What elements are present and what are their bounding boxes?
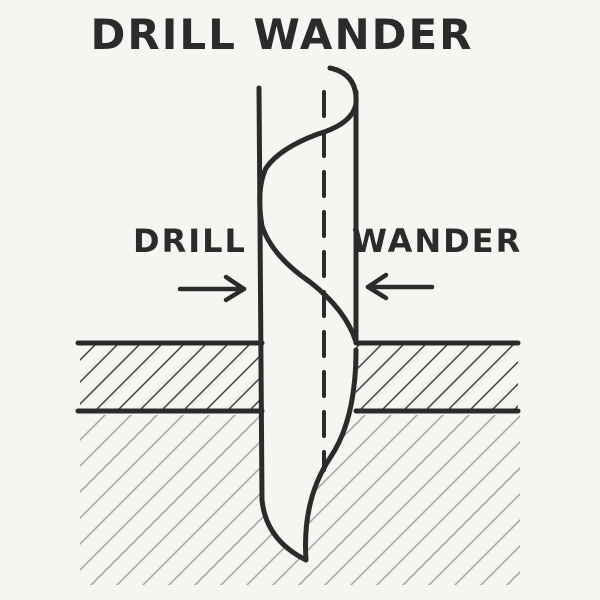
- drill-flute-helix: [257, 65, 359, 345]
- arrow-left-icon: [365, 272, 435, 301]
- label-wander: WANDER: [352, 222, 522, 260]
- drill-bit-left-edge: [256, 85, 359, 563]
- material-layer-hatching: [80, 344, 518, 410]
- diagram-title: DRILL WANDER: [91, 10, 474, 59]
- label-drill: DRILL: [133, 222, 247, 260]
- material-layer-lines: [75, 340, 521, 414]
- drill-bit-body: [262, 68, 356, 560]
- arrow-right-icon: [177, 274, 247, 303]
